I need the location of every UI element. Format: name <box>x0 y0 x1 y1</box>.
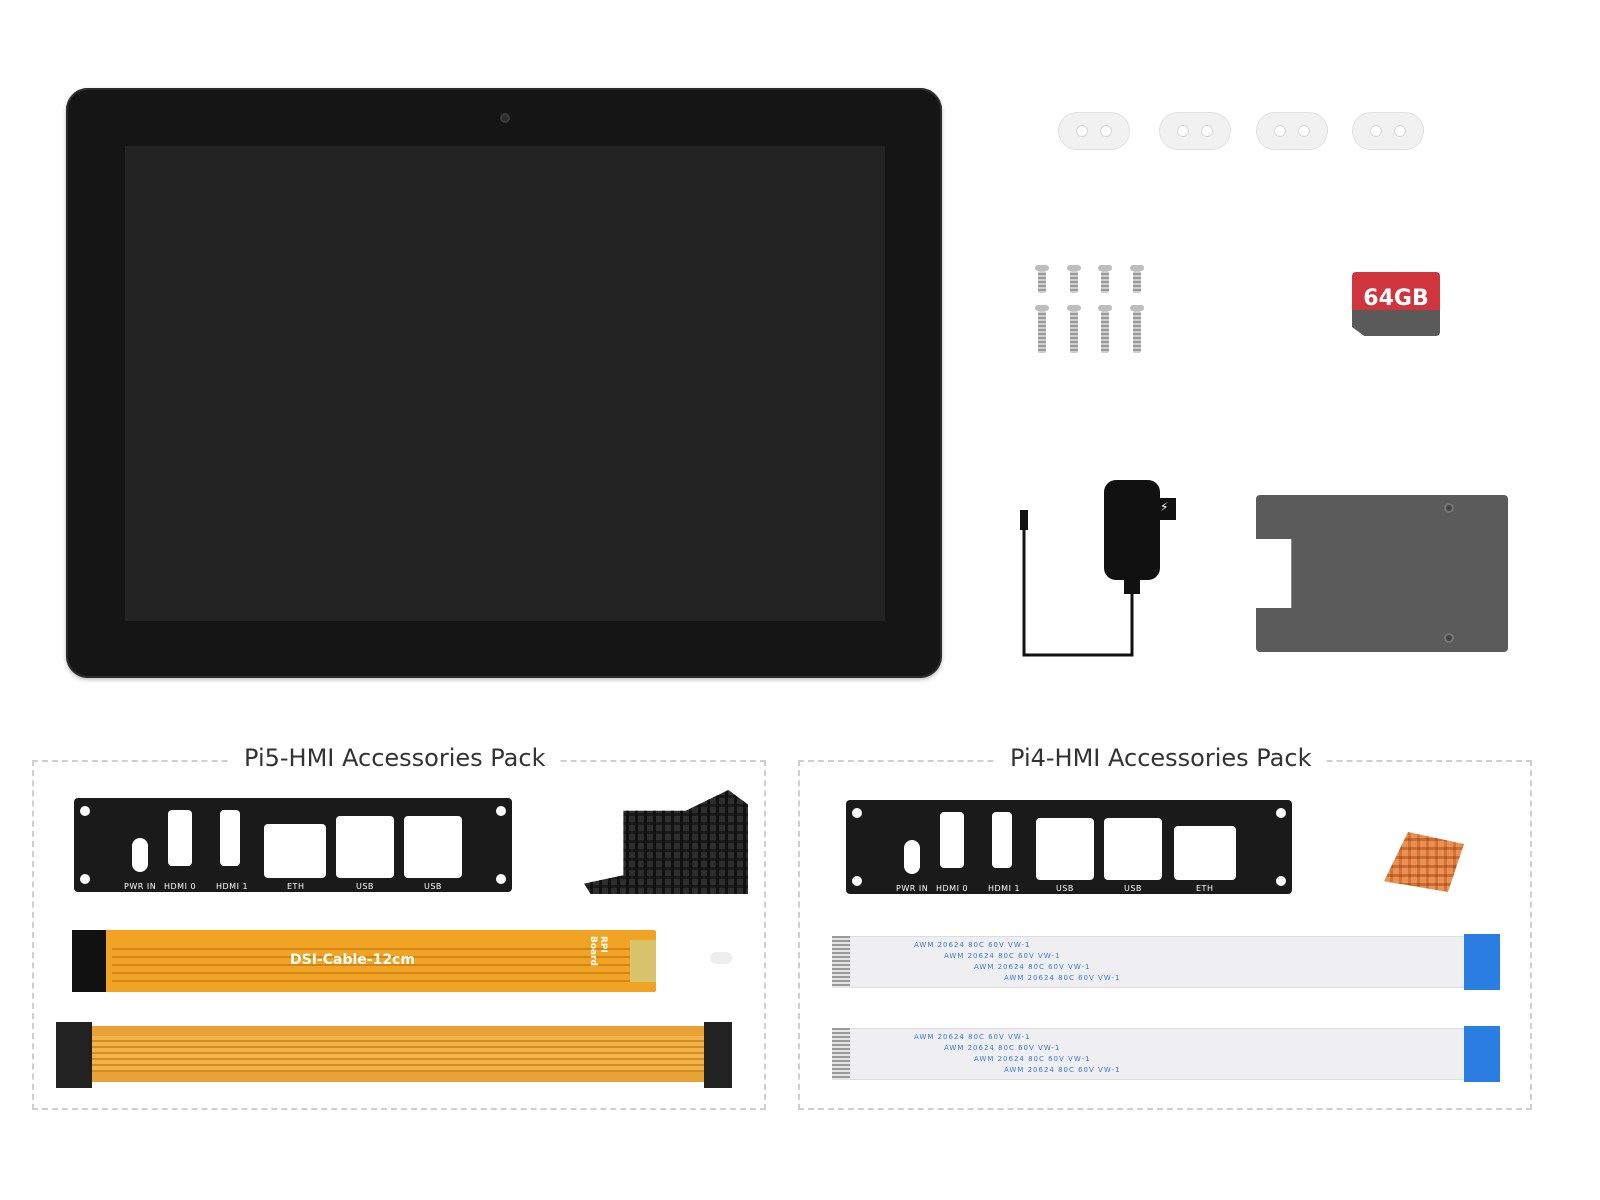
touch-display <box>66 88 942 678</box>
lightning-icon: ⚡ <box>1160 500 1169 514</box>
port-label-hdmi1: HDMI 1 <box>988 884 1021 893</box>
rubber-pad <box>1256 112 1328 150</box>
ffc-print-text: AWM 20624 80C 60V VW-1 <box>974 1055 1091 1063</box>
ffc-print-text: AWM 20624 80C 60V VW-1 <box>1004 1066 1121 1074</box>
ffc-print-text: AWM 20624 80C 60V VW-1 <box>944 952 1061 960</box>
ffc-print-text: AWM 20624 80C 60V VW-1 <box>944 1044 1061 1052</box>
screw <box>1098 305 1112 355</box>
port-label-eth: ETH <box>1196 884 1214 893</box>
port-label-eth: ETH <box>287 882 305 891</box>
rubber-pad <box>1058 112 1130 150</box>
rpi-board-label: RPI Board <box>588 936 608 966</box>
front-camera <box>500 113 510 123</box>
ffc-print-text: AWM 20624 80C 60V VW-1 <box>914 941 1031 949</box>
port-label-pwr-in: PWR IN <box>124 882 157 891</box>
port-label-usb: USB <box>356 882 374 891</box>
power-adapter <box>1104 480 1160 580</box>
ffc-cable: AWM 20624 80C 60V VW-1 AWM 20624 80C 60V… <box>832 1026 1500 1082</box>
pi5-port-bracket: PWR IN HDMI 0 HDMI 1 ETH USB USB <box>74 798 512 892</box>
pi5-accessories-pack: Pi5-HMI Accessories Pack <box>32 744 766 1110</box>
port-label-usb: USB <box>1124 884 1142 893</box>
rubber-pad <box>1159 112 1231 150</box>
rubber-pad <box>1352 112 1424 150</box>
screw <box>1098 265 1112 295</box>
screw <box>1130 265 1144 295</box>
screw <box>1067 305 1081 355</box>
port-label-hdmi0: HDMI 0 <box>164 882 197 891</box>
port-label-pwr-in: PWR IN <box>896 884 929 893</box>
pi4-pack-title: Pi4-HMI Accessories Pack <box>996 744 1326 772</box>
power-adapter-neck <box>1124 578 1140 594</box>
power-adapter-prongs <box>1158 498 1176 520</box>
pi4-accessories-pack: Pi4-HMI Accessories Pack <box>798 744 1532 1110</box>
sd-card: 64GB <box>1352 272 1440 336</box>
port-label-usb: USB <box>424 882 442 891</box>
port-label-usb: USB <box>1056 884 1074 893</box>
spacer <box>710 952 732 964</box>
screw <box>1130 305 1144 355</box>
ffc-cable: AWM 20624 80C 60V VW-1 AWM 20624 80C 60V… <box>832 934 1500 990</box>
pi5-pack-title: Pi5-HMI Accessories Pack <box>230 744 560 772</box>
camera-flex-cable <box>56 1022 732 1088</box>
display-screen <box>125 146 885 621</box>
dsi-cable-label: DSI-Cable-12cm <box>290 952 415 968</box>
port-label-hdmi1: HDMI 1 <box>216 882 249 891</box>
screw <box>1035 305 1049 355</box>
power-cable <box>1020 510 1134 657</box>
ffc-print-text: AWM 20624 80C 60V VW-1 <box>974 963 1091 971</box>
back-plate <box>1256 495 1508 652</box>
sd-card-label: 64GB <box>1363 286 1429 311</box>
pi4-port-bracket: PWR IN HDMI 0 HDMI 1 USB USB ETH <box>846 800 1292 894</box>
ffc-print-text: AWM 20624 80C 60V VW-1 <box>1004 974 1121 982</box>
ffc-print-text: AWM 20624 80C 60V VW-1 <box>914 1033 1031 1041</box>
screw <box>1067 265 1081 295</box>
screw <box>1035 265 1049 295</box>
port-label-hdmi0: HDMI 0 <box>936 884 969 893</box>
dsi-cable: DSI-Cable-12cm RPI Board <box>72 930 656 992</box>
